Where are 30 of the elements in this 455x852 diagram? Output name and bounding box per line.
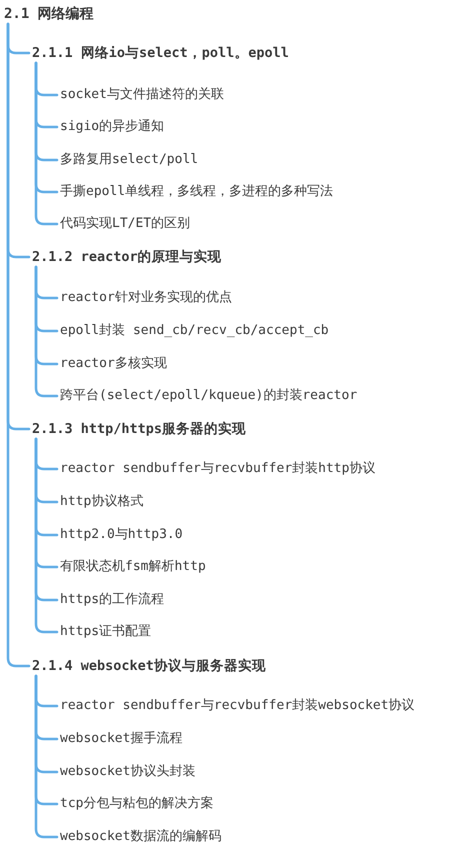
list-item-text: 手撕epoll单线程，多线程，多进程的多种写法 [60,183,334,201]
list-item-text: websocket协议头封装 [60,763,196,781]
list-item-text: tcp分包与粘包的解决方案 [60,795,214,813]
list-item-text: websocket握手流程 [60,730,182,748]
list-item-text: http2.0与http3.0 [60,526,183,544]
list-item-text: 代码实现LT/ET的区别 [60,215,190,233]
list-item-text: reactor sendbuffer与recvbuffer封装http协议 [60,460,376,478]
list-item-text: reactor多核实现 [60,355,167,373]
subsection-heading: 2.1.4 websocket协议与服务器实现 [32,657,266,675]
list-item-text: 有限状态机fsm解析http [60,558,206,576]
list-item-text: 多路复用select/poll [60,151,198,169]
list-item-text: websocket数据流的编解码 [60,828,222,846]
list-item-text: socket与文件描述符的关联 [60,86,224,104]
list-item-text: epoll封装 send_cb/recv_cb/accept_cb [60,322,329,340]
subsection-heading: 2.1.2 reactor的原理与实现 [32,248,222,266]
tree-connector-line [6,22,30,668]
subsection-heading: 2.1.3 http/https服务器的实现 [32,420,246,438]
list-item-text: https的工作流程 [60,591,164,609]
tree-connector-line [34,62,58,226]
tree-connector-line [34,674,58,838]
subsection-heading: 2.1.1 网络io与select，poll。epoll [32,44,289,62]
list-item-text: http协议格式 [60,493,144,511]
section-heading: 2.1 网络编程 [4,5,94,23]
list-item-text: 跨平台(select/epoll/kqueue)的封装reactor [60,387,358,405]
list-item-text: reactor针对业务实现的优点 [60,289,232,307]
tree-connector-line [34,266,58,398]
tree-connector-line [34,438,58,634]
list-item-text: reactor sendbuffer与recvbuffer封装websocket协议 [60,697,415,715]
list-item-text: sigio的异步通知 [60,118,164,136]
list-item-text: https证书配置 [60,623,152,641]
